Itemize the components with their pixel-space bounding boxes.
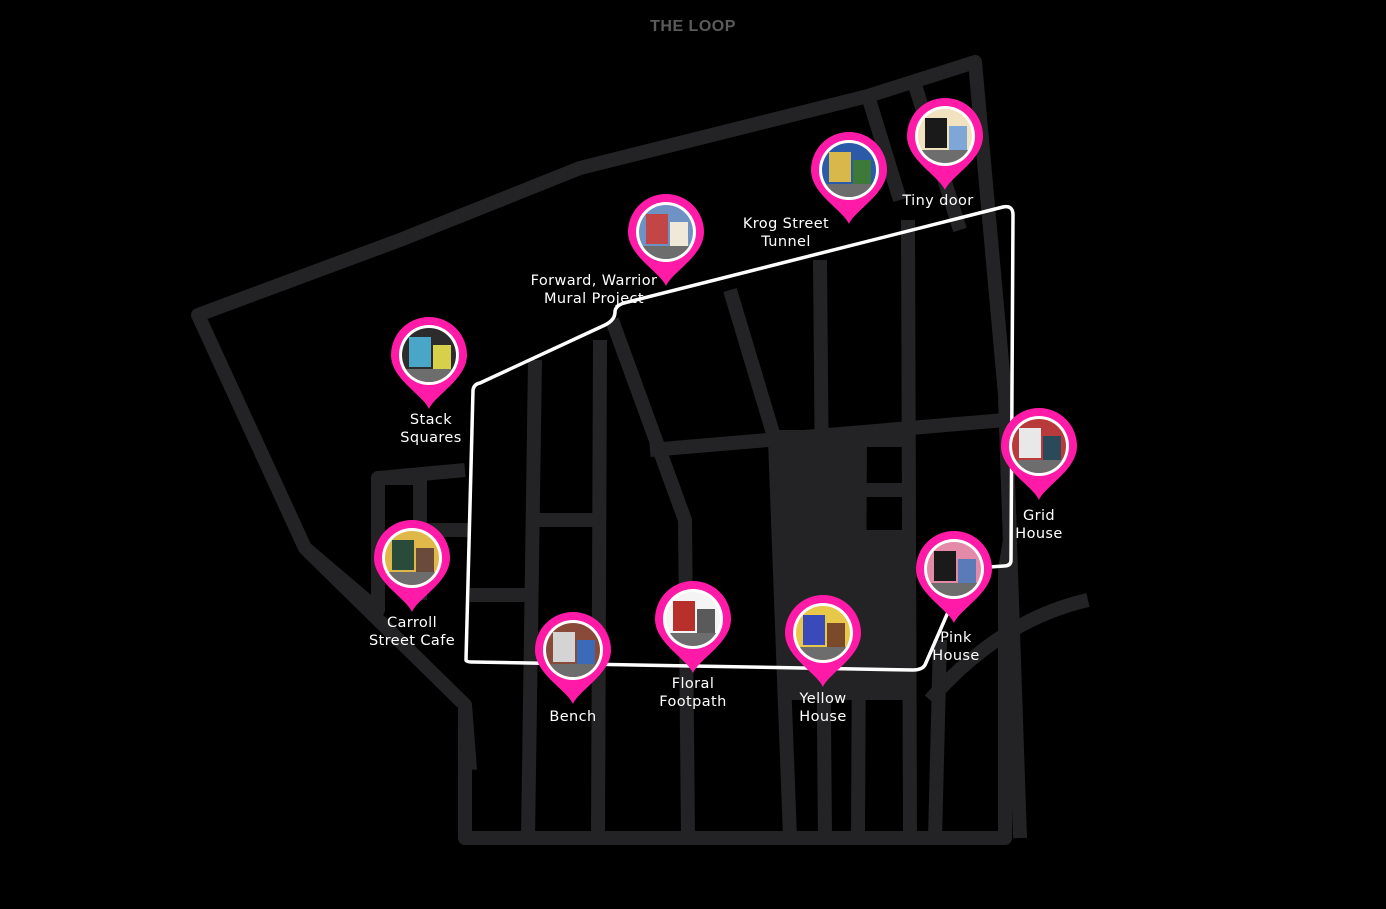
pin-marker-icon [535,612,611,704]
stop-label-forward-warrior: Forward, Warrior Mural Project [530,273,658,307]
map-pin-stack-squares[interactable] [389,315,469,411]
map-pin-tiny-door[interactable] [905,96,985,192]
photo-flower-icon [666,592,720,646]
map-pin-forward-warrior[interactable] [626,192,706,288]
stop-label-tiny-door: Tiny door [902,193,974,209]
stop-label-floral-footpath: Floral Footpath [659,676,727,710]
stop-label-bench: Bench [549,709,597,725]
stop-label-yellow-house: Yellow House [799,691,847,725]
map-pin-yellow-house[interactable] [783,593,863,689]
photo-bench-icon [546,623,600,677]
stop-label-carroll-street-cafe: Carroll Street Cafe [368,615,456,649]
photo-door-icon [918,109,972,163]
pin-marker-icon [374,520,450,612]
pin-marker-icon [655,581,731,673]
map-pin-krog-street-tunnel[interactable] [809,130,889,226]
photo-tunnel-icon [822,143,876,197]
map-pin-carroll-street-cafe[interactable] [372,518,452,614]
pin-marker-icon [391,317,467,409]
stop-label-grid-house: Grid House [1015,508,1063,542]
stop-label-pink-house: Pink House [932,630,980,664]
map-pin-floral-footpath[interactable] [653,579,733,675]
pin-marker-icon [1001,408,1077,500]
pin-marker-icon [916,531,992,623]
loop-route [464,204,1015,672]
page-title: THE LOOP [650,18,736,35]
map-pin-pink-house[interactable] [914,529,994,625]
photo-squares-icon [402,328,456,382]
map-pin-bench[interactable] [533,610,613,706]
stop-label-stack-squares: Stack Squares [400,412,462,446]
pin-marker-icon [785,595,861,687]
pin-marker-icon [628,194,704,286]
pin-marker-icon [907,98,983,190]
stop-label-krog-street-tunnel: Krog Street Tunnel [742,216,830,250]
map-pin-grid-house[interactable] [999,406,1079,502]
pin-marker-icon [811,132,887,224]
